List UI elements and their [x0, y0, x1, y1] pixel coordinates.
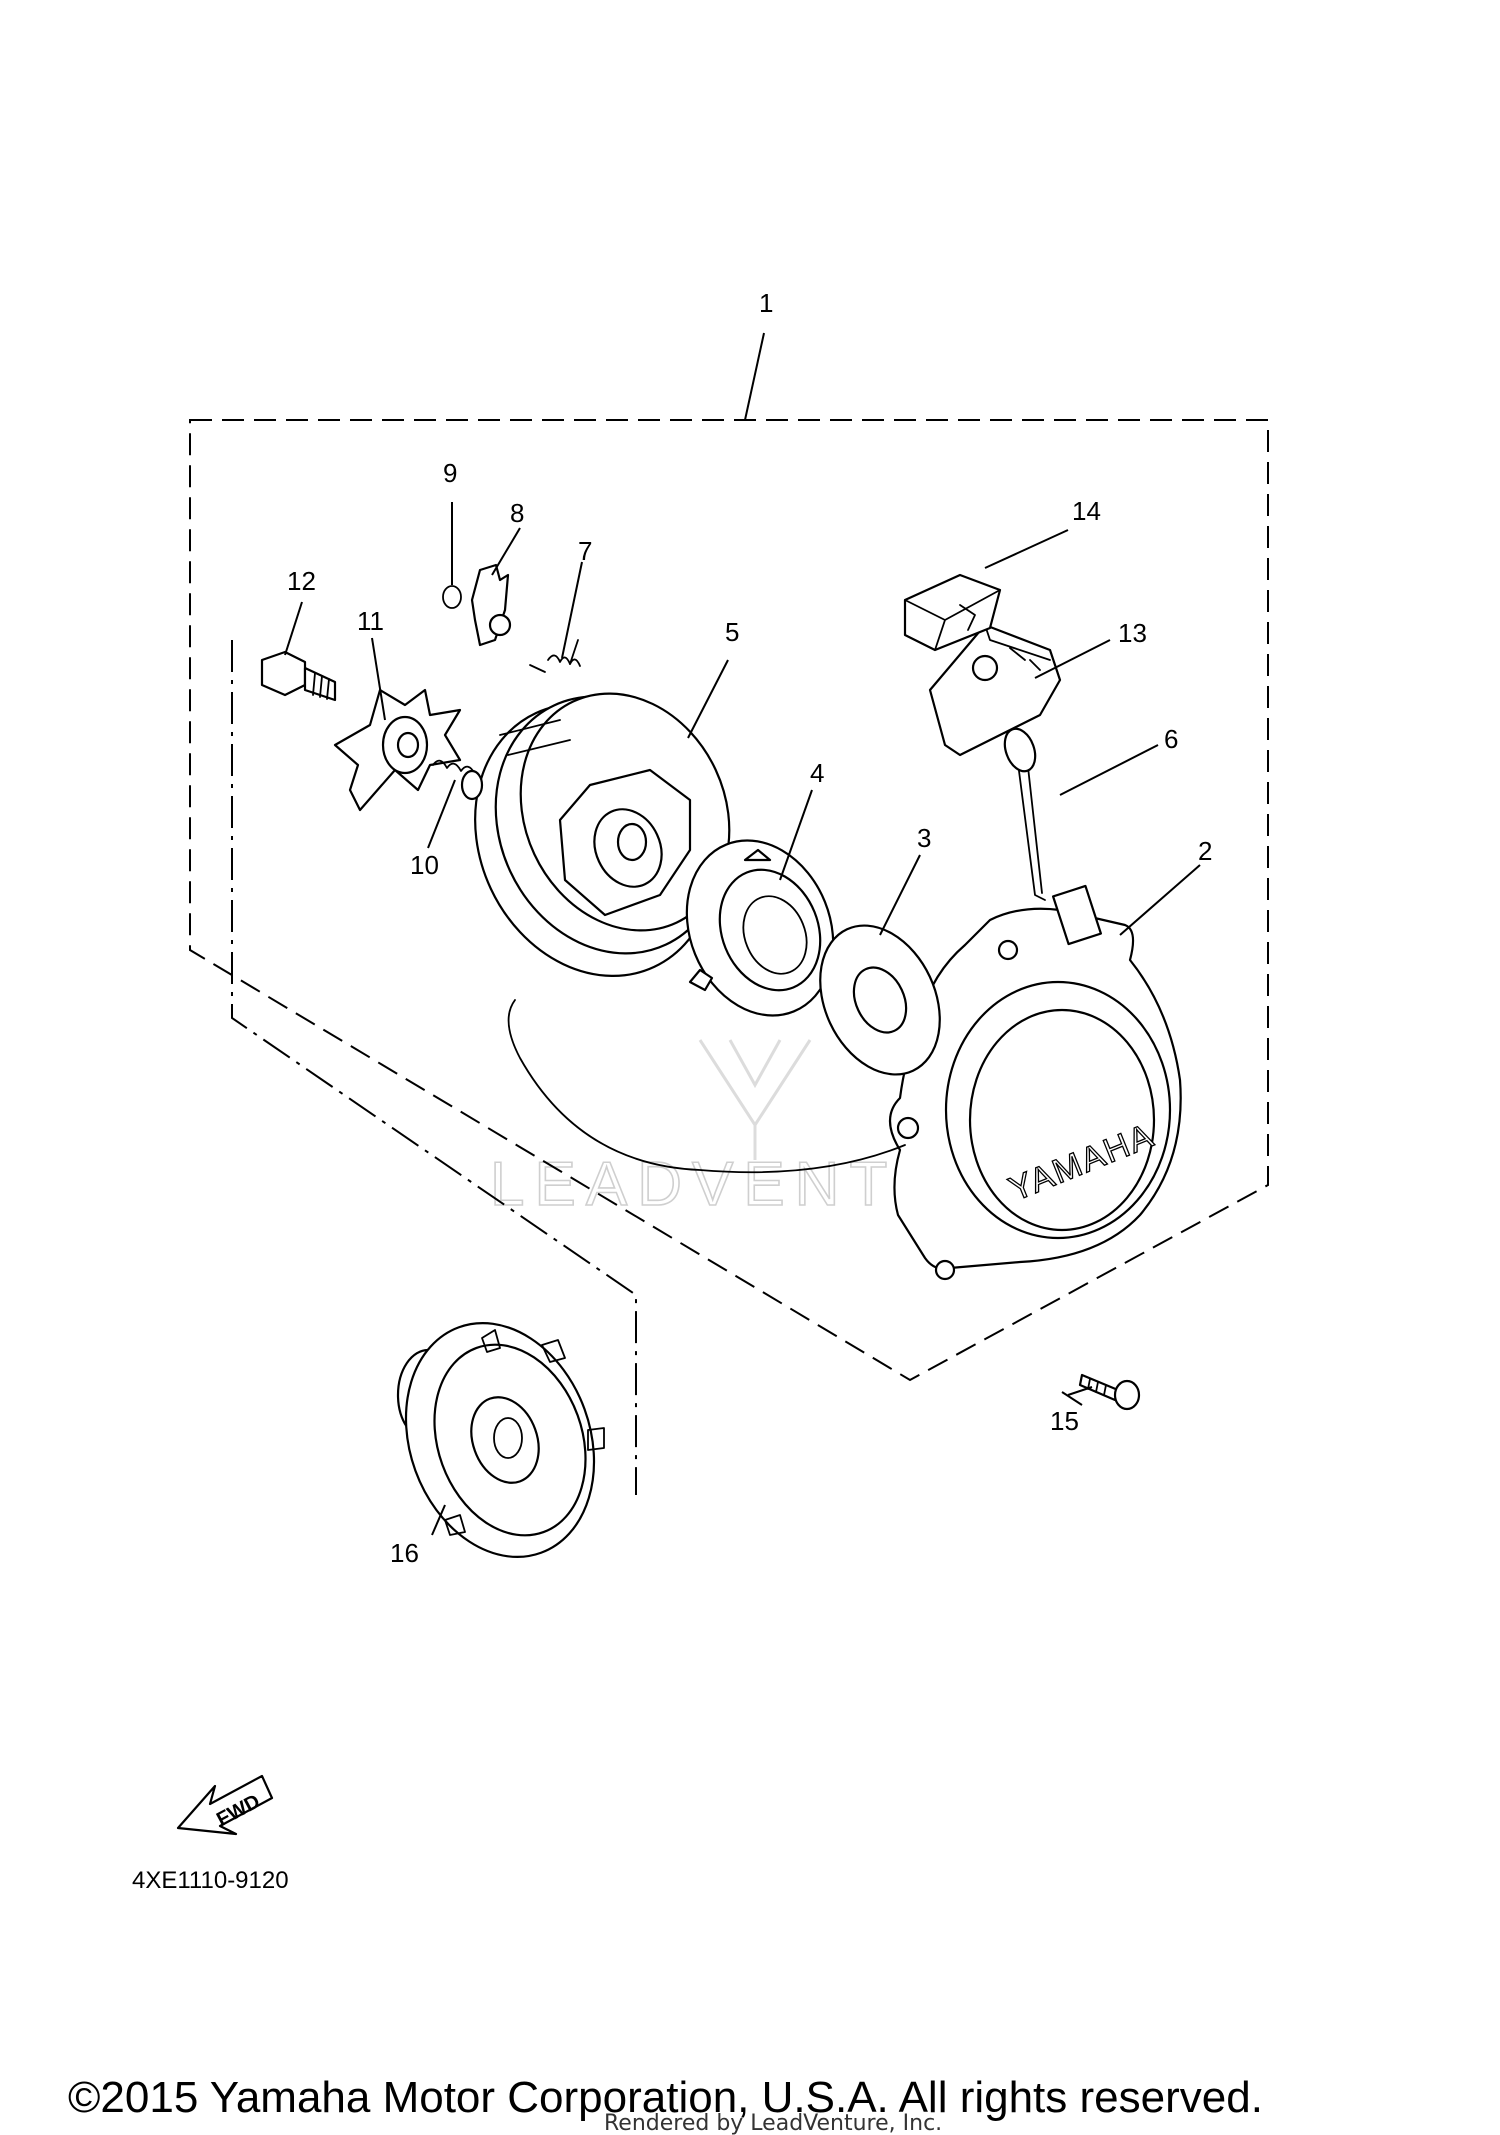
callout-11: 11: [357, 606, 384, 636]
callout-labels: 1 2 3 4 5 6 7 8 9 10 11 12 13 14 15 16: [287, 288, 1212, 1568]
drive-pulley: [474, 692, 731, 977]
callout-5: 5: [725, 617, 739, 647]
callout-16: 16: [390, 1538, 419, 1568]
washer: [819, 924, 941, 1076]
leader-lines: [284, 332, 1201, 1536]
copyright-notice: ©2015 Yamaha Motor Corporation, U.S.A. A…: [68, 2073, 1263, 2122]
drive-hub: [396, 1322, 605, 1558]
callout-12: 12: [287, 566, 316, 596]
part16-boundary: [231, 640, 637, 1495]
callout-8: 8: [510, 498, 524, 528]
callout-6: 6: [1164, 724, 1178, 754]
handle-grip: [903, 573, 1002, 652]
callout-14: 14: [1072, 496, 1101, 526]
assembly-boundary: [189, 419, 1269, 1382]
callout-7: 7: [578, 536, 592, 566]
callout-15: 15: [1050, 1406, 1079, 1436]
callout-2: 2: [1198, 836, 1212, 866]
fwd-arrow-icon: FWD: [176, 1774, 274, 1836]
watermark-logo-icon: [698, 1039, 812, 1160]
spring-7: [529, 639, 581, 673]
rendered-by-notice: Rendered by LeadVenture, Inc.: [604, 2111, 942, 2135]
starter-handle: [928, 623, 1062, 773]
ratchet-plate: [333, 688, 462, 812]
starter-case: YAMAHA: [888, 907, 1182, 1281]
spiral-spring: [685, 839, 835, 1017]
spring-10: [432, 759, 484, 801]
callout-3: 3: [917, 823, 931, 853]
diagram-code: 4XE1110-9120: [132, 1867, 289, 1894]
callout-9: 9: [443, 458, 457, 488]
callout-1: 1: [759, 288, 773, 318]
screw-15: [1078, 1373, 1141, 1411]
callout-13: 13: [1118, 618, 1147, 648]
bolt-12: [260, 650, 337, 702]
clip-9: [442, 585, 462, 609]
callout-4: 4: [810, 758, 824, 788]
callout-10: 10: [410, 850, 439, 880]
pawl-8: [470, 563, 512, 647]
